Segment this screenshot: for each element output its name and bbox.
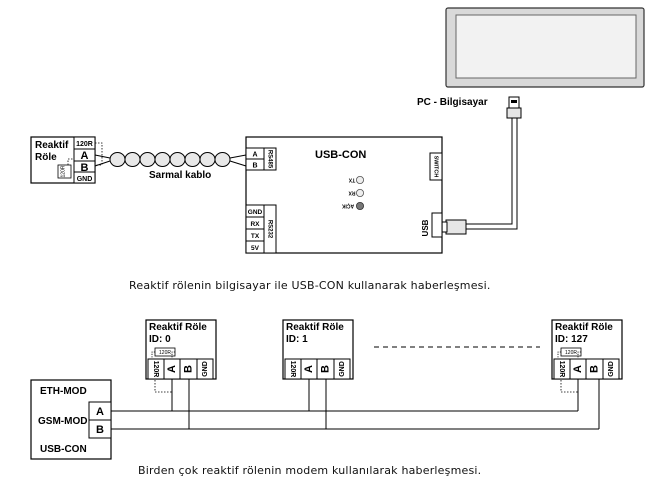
- relay-id127-title: Reaktif Röle: [555, 322, 613, 333]
- relay-box-id1: [282, 319, 354, 380]
- relay-box-top: [30, 136, 103, 184]
- relay-title-top-1: Reaktif: [35, 140, 69, 151]
- relay-id127-term-120r: 120R: [558, 361, 565, 378]
- relay-title-top-2: Röle: [35, 152, 57, 163]
- relay-id0-term-b: B: [182, 365, 194, 373]
- pc-monitor: [445, 7, 645, 88]
- cable-label: Sarmal kablo: [149, 170, 211, 181]
- bus-lines: [111, 377, 600, 430]
- relay-id127-term-gnd: GND: [608, 361, 615, 377]
- relay-box-id0: [145, 319, 217, 380]
- pc-label: PC - Bilgisayar: [417, 97, 488, 108]
- relay-id127-id: ID: 127: [555, 334, 588, 345]
- rs232-term-rx: RX: [250, 221, 260, 228]
- usb-cable: [466, 118, 518, 230]
- relay-id1-id: ID: 1: [286, 334, 308, 345]
- led-label-rx: RX: [348, 190, 356, 196]
- relay-id127-term-a: A: [572, 365, 584, 373]
- rs485-term-a: A: [252, 152, 257, 159]
- modem-box: [30, 379, 112, 460]
- caption-top: Reaktif rölenin bilgisayar ile USB-CON k…: [129, 279, 491, 292]
- relay-id1-term-120r: 120R: [289, 361, 296, 378]
- usbcon-box: [245, 136, 443, 254]
- relay-id127-resistor: 120R: [565, 350, 577, 356]
- relay-term-b: B: [81, 162, 89, 174]
- pc-usb-plug: [506, 96, 522, 119]
- usb-label: USB: [421, 219, 430, 236]
- relay-id0-title: Reaktif Röle: [149, 322, 207, 333]
- rs232-term-tx: TX: [251, 233, 260, 240]
- twisted-cable: [94, 152, 247, 167]
- relay-id1-title: Reaktif Röle: [286, 322, 344, 333]
- rs232-term-5v: 5V: [251, 245, 260, 252]
- relay-term-gnd: GND: [77, 176, 93, 183]
- relay-term-a: A: [81, 150, 89, 162]
- led-label-acik: AÇIK: [342, 203, 355, 209]
- relay-term-120r: 120R: [76, 141, 93, 148]
- relay-resistor-label: 120R: [61, 165, 67, 177]
- relay-id0-term-120r: 120R: [152, 361, 159, 378]
- rs485-label: RS485: [266, 150, 272, 169]
- relay-id1-term-b: B: [319, 365, 331, 373]
- relay-id0-id: ID: 0: [149, 334, 171, 345]
- relay-id0-resistor: 120R: [159, 350, 171, 356]
- usbcon-title: USB-CON: [315, 149, 366, 161]
- modem-line-usb: USB-CON: [40, 444, 87, 455]
- relay-id1-term-gnd: GND: [339, 361, 346, 377]
- modem-line-eth: ETH-MOD: [40, 386, 87, 397]
- relay-id0-term-gnd: GND: [202, 361, 209, 377]
- caption-bottom: Birden çok reaktif rölenin modem kullanı…: [138, 464, 481, 477]
- led-label-tx: TX: [348, 177, 355, 183]
- relay-id0-term-a: A: [166, 365, 178, 373]
- modem-term-a: A: [96, 406, 104, 418]
- relay-id1-term-a: A: [303, 365, 315, 373]
- rs232-term-gnd: GND: [248, 209, 263, 216]
- modem-line-gsm: GSM-MOD: [38, 416, 87, 427]
- switch-label: SWITCH: [433, 156, 439, 178]
- relay-id127-term-b: B: [588, 365, 600, 373]
- rs232-label: RS232: [266, 220, 272, 239]
- relay-box-id127: [551, 319, 623, 380]
- rs485-term-b: B: [252, 163, 257, 170]
- modem-term-b: B: [96, 424, 104, 436]
